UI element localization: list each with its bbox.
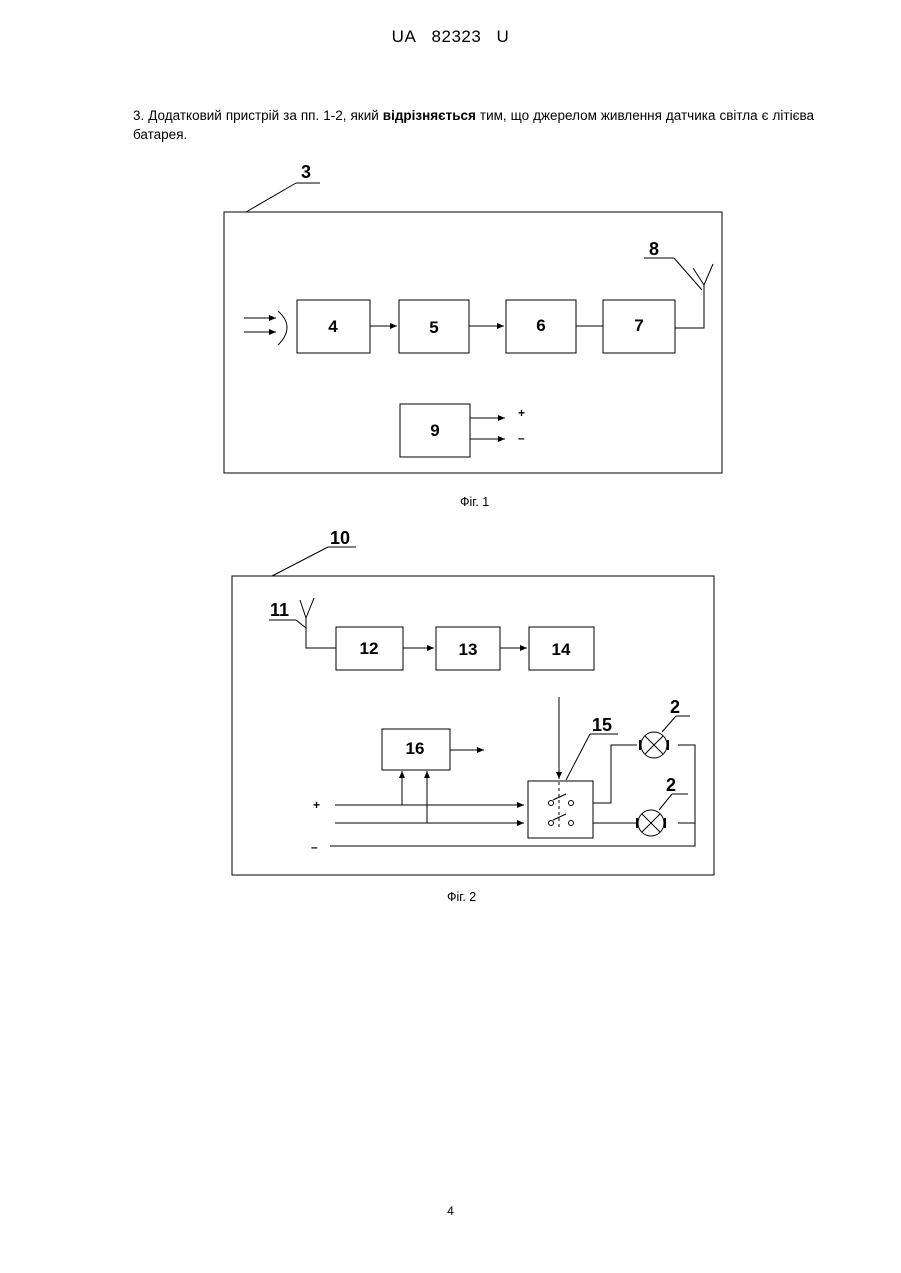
label-10: 10 (330, 528, 350, 548)
page-number: 4 (0, 1204, 901, 1218)
label-11: 11 (270, 600, 289, 620)
plus-sign-1: + (518, 406, 525, 420)
lens-arc (278, 311, 287, 345)
label-3: 3 (301, 162, 311, 182)
figure-1 (224, 183, 722, 473)
device-10-frame (232, 576, 714, 875)
block-4-label: 4 (328, 317, 338, 336)
block-14-label: 14 (552, 640, 571, 659)
label-2-top: 2 (670, 697, 680, 717)
antenna-8-feed (675, 285, 704, 328)
label-2-top-leader (662, 716, 676, 732)
label-11-leader (296, 620, 306, 628)
block-13-label: 13 (459, 640, 478, 659)
label-3-leader (246, 183, 296, 212)
label-15-leader (566, 734, 590, 780)
plus-sign-2: + (313, 798, 320, 812)
figure-2-caption: Фіг. 2 (447, 890, 476, 904)
label-10-leader (272, 547, 328, 576)
figure-1-labels: 3 8 4 5 6 7 9 + – (301, 162, 659, 445)
switch-15 (528, 781, 593, 838)
label-2-bottom-leader (659, 794, 672, 810)
block-12-label: 12 (360, 639, 379, 658)
figure-2 (232, 547, 714, 875)
label-2-bottom: 2 (666, 775, 676, 795)
block-5-label: 5 (429, 318, 438, 337)
block-9-label: 9 (430, 421, 439, 440)
device-3-frame (224, 212, 722, 473)
minus-sign-2: – (311, 840, 318, 854)
block-6-label: 6 (536, 316, 545, 335)
label-8: 8 (649, 239, 659, 259)
antenna-11-feed (306, 618, 336, 648)
label-8-leader (674, 258, 702, 290)
block-16-label: 16 (406, 739, 425, 758)
label-15: 15 (592, 715, 612, 735)
figure-1-caption: Фіг. 1 (460, 495, 489, 509)
block-7-label: 7 (634, 316, 643, 335)
minus-sign-1: – (518, 431, 525, 445)
